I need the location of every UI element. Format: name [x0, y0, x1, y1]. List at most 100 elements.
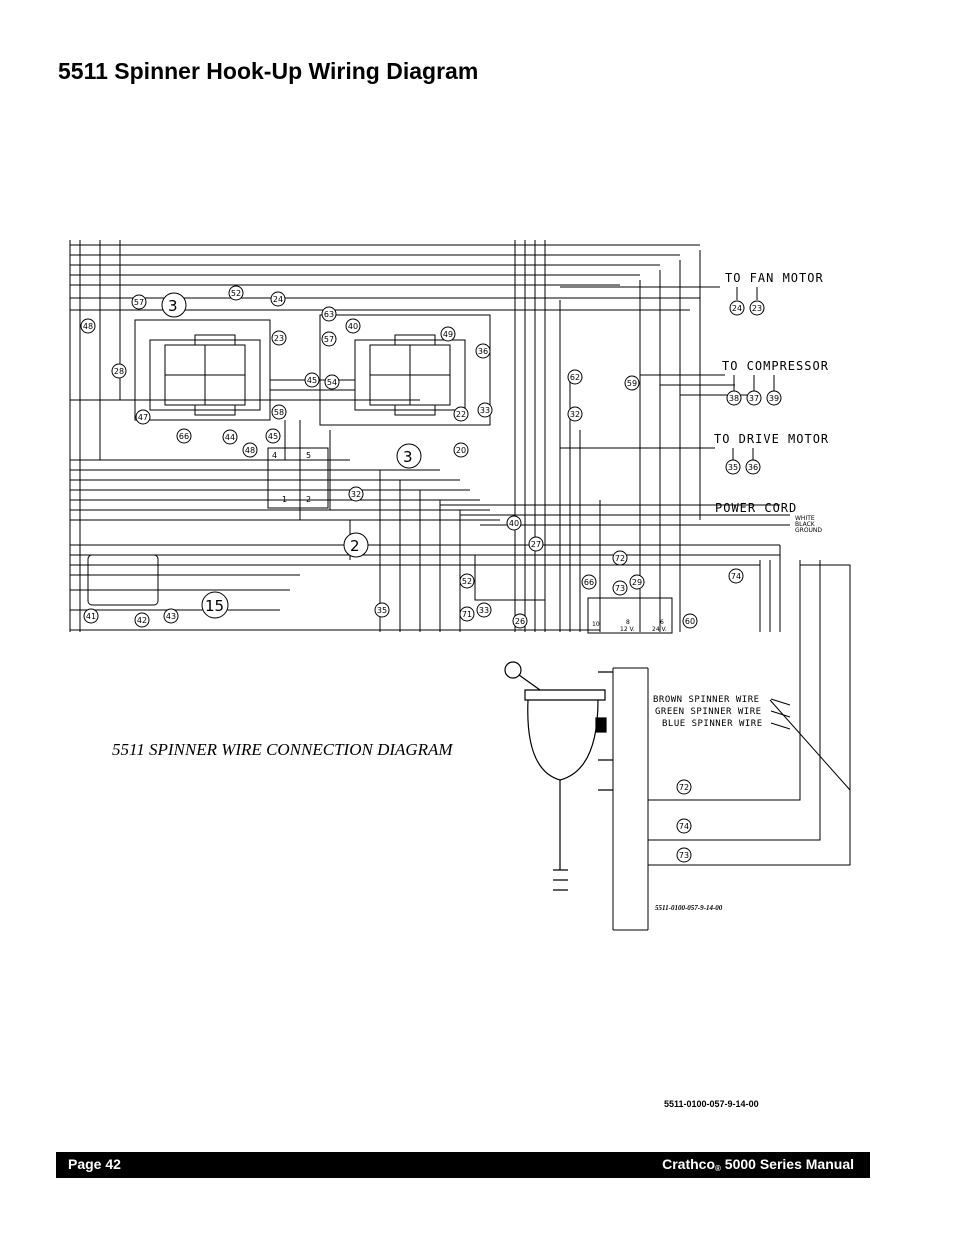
wire-number-w33a: 33 — [480, 406, 490, 415]
wire-number-comp38: 38 — [729, 394, 739, 403]
wire-number-circle — [163, 608, 179, 624]
wire-number-w66b: 66 — [584, 578, 594, 587]
wire-number-w24a: 24 — [273, 295, 283, 304]
wire-number-w23a: 23 — [274, 334, 284, 343]
manual-name: 5000 Series Manual — [720, 1156, 854, 1172]
wire-number-w74a: 74 — [731, 572, 741, 581]
wire-number-circle — [131, 294, 147, 310]
wire-number-w58: 58 — [274, 408, 284, 417]
switch-terminal-2: 2 — [306, 495, 311, 504]
wire-number-circle — [612, 580, 628, 596]
wire-number-circle — [612, 550, 628, 566]
wire-number-circle — [222, 429, 238, 445]
wire-number-circle — [624, 375, 640, 391]
wire-number-w33b: 33 — [479, 606, 489, 615]
wire-number-circle — [345, 318, 361, 334]
wire-number-circle — [749, 300, 765, 316]
wire-number-circle — [176, 428, 192, 444]
wire-number-circle — [83, 608, 99, 624]
wire-number-w40b: 40 — [509, 519, 519, 528]
wire-number-w66a: 66 — [179, 432, 189, 441]
spinner-section-title: 5511 SPINNER WIRE CONNECTION DIAGRAM — [112, 740, 453, 759]
power-cord-wire-1: WHITE — [795, 515, 815, 522]
wire-number-w63: 63 — [324, 310, 334, 319]
wire-number-circle — [80, 318, 96, 334]
wire-number-w71: 71 — [462, 610, 472, 619]
wire-number-w44: 44 — [225, 433, 235, 442]
wire-number-circle — [135, 409, 151, 425]
wire-number-circle — [676, 818, 692, 834]
wire-number-circle — [271, 404, 287, 420]
power-cord-wire-3: GROUND — [795, 527, 822, 534]
wire-number-circle — [512, 613, 528, 629]
wire-number-circle — [728, 568, 744, 584]
wire-number-circle — [476, 602, 492, 618]
wire-number-w26: 26 — [515, 617, 525, 626]
wire-number-w72a: 72 — [615, 554, 625, 563]
wire-number-w47: 47 — [138, 413, 148, 422]
wire-number-w41: 41 — [86, 612, 96, 621]
wire-number-w43: 43 — [166, 612, 176, 621]
wire-number-w52a: 52 — [231, 289, 241, 298]
drawing-code: 5511-0100-057-9-14-00 — [664, 1099, 759, 1109]
switch-terminal-5: 5 — [306, 451, 311, 460]
wire-number-w49: 49 — [443, 330, 453, 339]
wire-number-w40a: 40 — [348, 322, 358, 331]
wire-number-w42: 42 — [137, 616, 147, 625]
wire-number-circle — [477, 402, 493, 418]
wire-number-circle — [321, 306, 337, 322]
wire-number-w72b: 72 — [679, 783, 689, 792]
wire-number-circle — [270, 291, 286, 307]
wire-number-circle — [567, 369, 583, 385]
wire-number-w29: 29 — [632, 578, 642, 587]
wire-number-w52b: 52 — [462, 577, 472, 586]
wire-number-comp39: 39 — [769, 394, 779, 403]
manual-title: Crathco® 5000 Series Manual — [662, 1156, 854, 1173]
terminal-8: 8 — [626, 619, 630, 626]
wire-number-w45b: 45 — [268, 432, 278, 441]
switch-terminal-4: 4 — [272, 451, 277, 460]
wire-number-circle — [629, 574, 645, 590]
wire-number-w22: 22 — [456, 410, 466, 419]
switch-number: 2 — [350, 537, 360, 555]
wire-number-circle — [745, 459, 761, 475]
wire-number-circle — [459, 606, 475, 622]
compressor-label: TO COMPRESSOR — [722, 359, 829, 373]
wire-number-circle — [242, 442, 258, 458]
wire-number-circle — [228, 285, 244, 301]
wire-number-circle — [271, 330, 287, 346]
wire-number-circle — [459, 573, 475, 589]
wire-number-circle — [453, 406, 469, 422]
fan-motor-label: TO FAN MOTOR — [725, 271, 824, 285]
wire-number-drive36: 36 — [748, 463, 758, 472]
wire-number-w28: 28 — [114, 367, 124, 376]
wire-number-circle — [528, 536, 544, 552]
terminal-12v: 12 V. — [620, 626, 635, 633]
wire-number-circle — [265, 428, 281, 444]
relay-a-number: 3 — [168, 297, 178, 315]
wire-number-circle — [766, 390, 782, 406]
switch-terminal-1: 1 — [282, 495, 287, 504]
wire-number-circle — [726, 390, 742, 406]
wire-number-fan23: 23 — [752, 304, 762, 313]
terminal-24v: 24 V. — [652, 626, 667, 633]
wire-number-circle — [506, 515, 522, 531]
wire-number-circle — [321, 331, 337, 347]
wire-number-w59: 59 — [627, 379, 637, 388]
registered-mark: ® — [715, 1164, 721, 1173]
wire-number-circle — [134, 612, 150, 628]
wire-number-w74b: 74 — [679, 822, 689, 831]
wire-number-w62: 62 — [570, 373, 580, 382]
power-cord-label: POWER CORD — [715, 501, 797, 515]
wire-number-drive35: 35 — [728, 463, 738, 472]
wire-number-circle — [348, 486, 364, 502]
wire-number-w32a: 32 — [570, 410, 580, 419]
wire-number-circle — [676, 847, 692, 863]
wire-number-circle — [111, 363, 127, 379]
wire-number-circle — [440, 326, 456, 342]
brand-name: Crathco — [662, 1156, 716, 1172]
wire-number-w60: 60 — [685, 617, 695, 626]
terminal-10: 10 — [592, 621, 600, 628]
